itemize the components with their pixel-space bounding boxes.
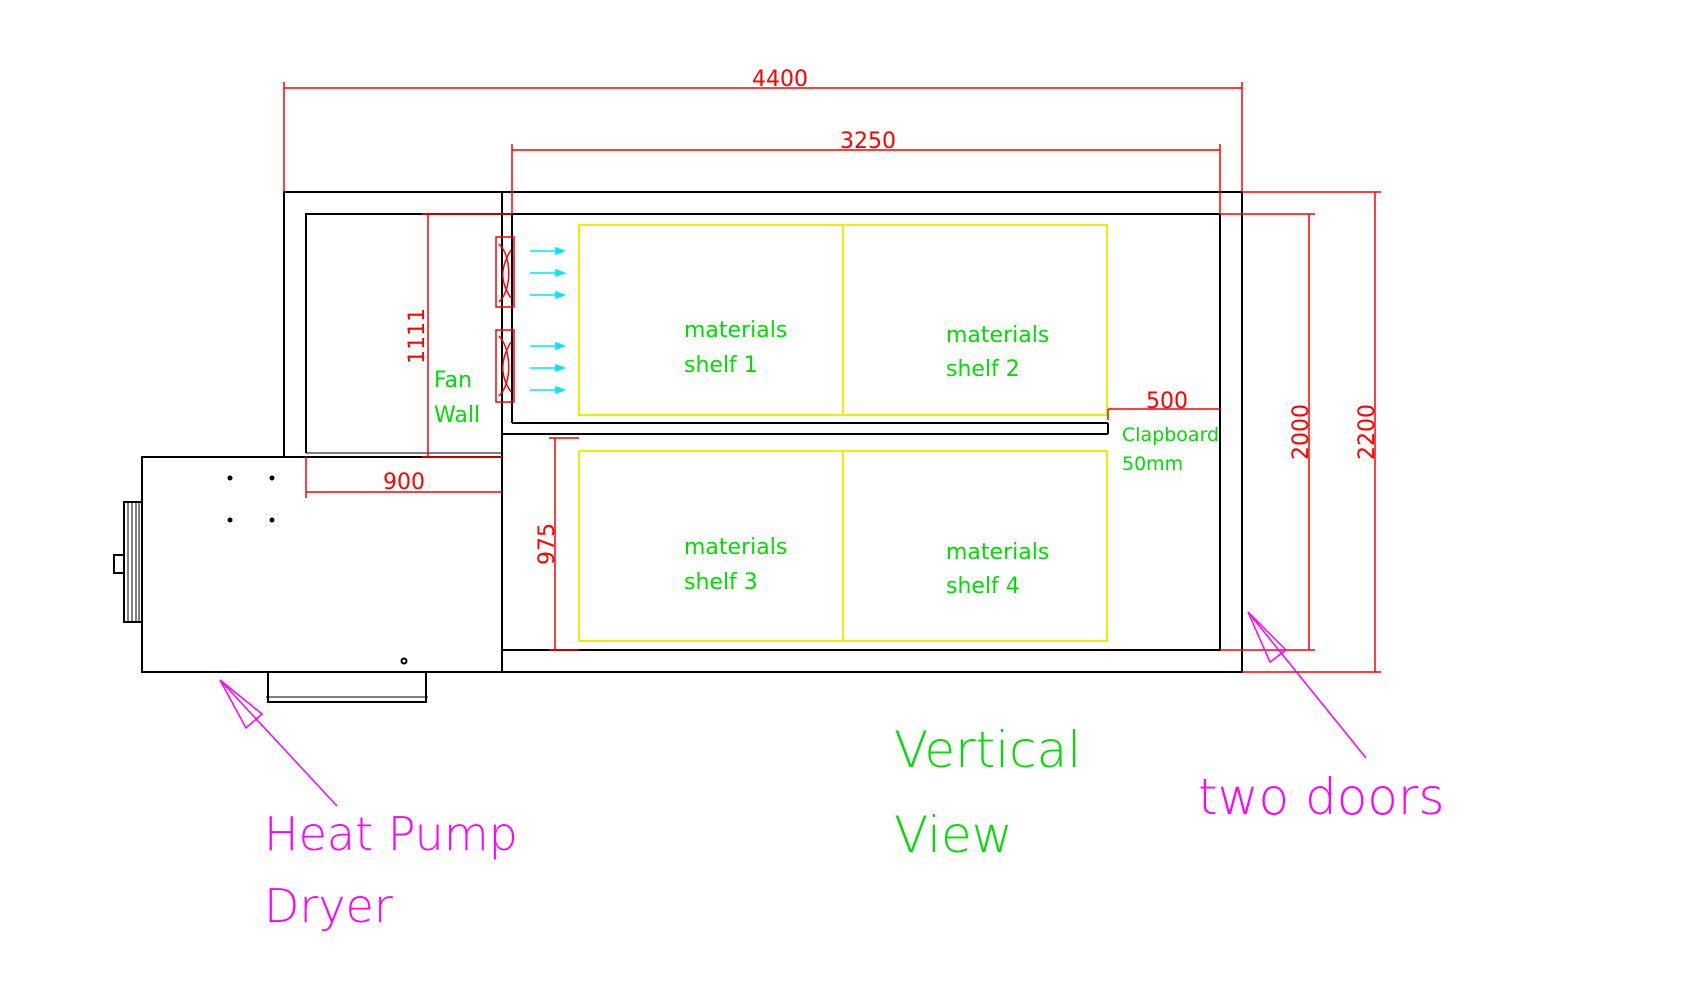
fan-wall-label-line-2: Wall	[434, 403, 480, 428]
dim-clapboard-gap: 500	[1146, 389, 1188, 414]
arrow-right-icon	[530, 363, 567, 373]
dimension-lines	[283, 82, 1381, 673]
airflow-arrows	[530, 246, 567, 395]
arrow-right-icon	[530, 290, 567, 300]
view-label-line-1: Vertical	[894, 721, 1081, 779]
heat-pump-body	[141, 456, 503, 673]
shelf-4-label-line-2: shelf 4	[946, 574, 1020, 599]
arrow-right-icon	[530, 385, 567, 395]
shelf-4-label-line-1: materials	[946, 540, 1049, 565]
arrow-pointer-icon	[1247, 611, 1367, 759]
heat-pump-pipe-stub	[113, 554, 125, 574]
fan-icon	[495, 329, 515, 403]
arrow-right-icon	[530, 341, 567, 351]
shelf-3-label-line-2: shelf 3	[684, 570, 758, 595]
fan-icon	[495, 236, 515, 308]
dim-heat-pump-width: 900	[383, 470, 425, 495]
view-label-line-2: View	[894, 806, 1013, 864]
annotation-pointers	[219, 611, 1367, 807]
dimension-labels: 4400 3250 1111 900 975 500 2000 2200	[383, 67, 1380, 565]
clapboard-label-line-1: Clapboard	[1122, 424, 1219, 446]
dim-fan-wall-height: 1111	[405, 308, 430, 364]
dim-overall-length: 4400	[752, 67, 808, 92]
fan-wall-label-line-1: Fan	[434, 368, 472, 393]
heat-pump-label-line-2: Dryer	[264, 879, 393, 933]
dim-lower-chamber-height: 975	[535, 523, 560, 565]
shelf-2-label-line-2: shelf 2	[946, 357, 1020, 382]
arrow-pointer-icon	[219, 679, 338, 807]
shelf-1-label-line-2: shelf 1	[684, 353, 758, 378]
heat-pump-label-line-1: Heat Pump	[264, 807, 518, 861]
inner-wall	[305, 213, 1221, 651]
dim-overall-width: 2200	[1355, 404, 1380, 460]
shelf-4	[842, 450, 1108, 642]
two-doors-label: two doors	[1198, 768, 1445, 826]
shelves	[578, 224, 1108, 642]
dim-inner-length: 3250	[840, 129, 896, 154]
clapboard-label-line-2: 50mm	[1122, 453, 1183, 475]
arrow-right-icon	[530, 246, 567, 256]
shelf-2-label-line-1: materials	[946, 323, 1049, 348]
shelf-1-label-line-1: materials	[684, 318, 787, 343]
shelf-3-label-line-1: materials	[684, 535, 787, 560]
dim-inner-width: 2000	[1289, 404, 1314, 460]
arrow-right-icon	[530, 268, 567, 278]
heat-pump-unit	[113, 452, 503, 703]
heat-pump-base	[267, 671, 427, 703]
annotation-labels: Heat Pump Dryer two doors	[264, 768, 1445, 933]
shelf-2	[842, 224, 1108, 416]
mounting-dots	[227, 475, 275, 523]
drain-port	[400, 657, 408, 665]
component-labels: Fan Wall materials shelf 1 materials she…	[434, 318, 1219, 864]
coil-fins	[127, 502, 140, 622]
